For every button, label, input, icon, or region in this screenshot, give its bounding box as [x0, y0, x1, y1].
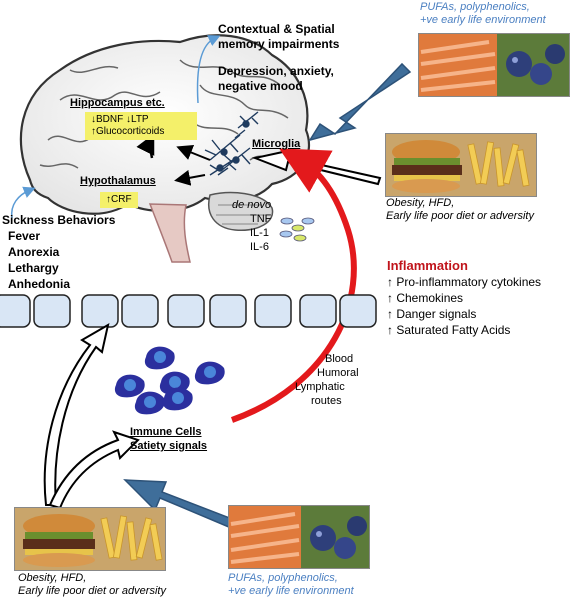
cytokines: de novo TNF IL-1 IL-6: [232, 198, 271, 254]
inflammation-title: Inflammation: [387, 258, 468, 273]
caption-mid-right: Obesity, HFD, Early life poor diet or ad…: [386, 197, 534, 223]
caption-mid-right-line2: Early life poor diet or adversity: [386, 210, 534, 222]
caption-bottom-right: PUFAs, polyphenolics, +ve early life env…: [228, 572, 354, 598]
sickness-item: Anorexia: [8, 245, 60, 259]
cytokine-item: IL-6: [250, 241, 269, 253]
burger-fries-illustration-bottom: [15, 508, 165, 570]
up-arrow-icon: ↑: [387, 275, 393, 289]
caption-bottom-left-line1: Obesity, HFD,: [18, 572, 87, 584]
arrow-microglia-hippo: [176, 145, 211, 161]
cytokine-item: IL-1: [250, 227, 269, 239]
arrow-from-sickness: [10, 186, 36, 219]
immune-line1: Immune Cells: [130, 426, 202, 438]
up-arrow-icon: ↑: [387, 323, 393, 337]
arrow-to-memory: [196, 35, 221, 104]
blue-inhibit-arrow-top: [308, 62, 412, 142]
hippocampus-line2: ↑Glucocorticoids: [91, 126, 165, 137]
arrow-food-to-immune: [48, 430, 140, 510]
salmon-blueberry-illustration: [419, 34, 569, 96]
inflammation-item-text: Pro-inflammatory cytokines: [396, 275, 542, 289]
hippocampus-box: ↓BDNF ↓LTP ↑Glucocorticoids: [85, 112, 197, 140]
mood-effect-line2: negative mood: [218, 79, 303, 93]
immune-cells: [114, 346, 225, 415]
hypothalamus-label: Hypothalamus: [80, 175, 156, 187]
routes-line: Lymphatic: [295, 381, 345, 393]
photo-burger-fries-bottom: [14, 507, 166, 571]
mood-effect: Depression, anxiety, negative mood: [218, 64, 334, 94]
sickness-item: Fever: [8, 229, 41, 243]
sickness-item: Lethargy: [8, 261, 59, 275]
sickness-title: Sickness Behaviors: [2, 213, 116, 227]
caption-bottom-left: Obesity, HFD, Early life poor diet or ad…: [18, 572, 166, 598]
memory-effect-line1: Contextual & Spatial: [218, 22, 335, 36]
salmon-blueberry-illustration-bottom: [229, 506, 369, 568]
routes-line: Blood: [325, 353, 354, 365]
inflammation-item-text: Chemokines: [396, 291, 464, 305]
sickness-behaviors: Sickness Behaviors Fever Anorexia Lethar…: [2, 212, 115, 292]
immune-line2: Satiety signals: [130, 440, 208, 452]
crf-box: ↑CRF: [100, 192, 138, 208]
caption-bottom-right-line1: PUFAs, polyphenolics,: [228, 572, 338, 584]
cytokine-item: TNF: [250, 213, 272, 225]
photo-burger-fries-right: [385, 133, 537, 197]
hippocampus-line1: ↓BDNF ↓LTP: [91, 114, 149, 125]
routes-line: routes: [311, 395, 342, 407]
immune-label: Immune Cells Satiety signals: [130, 425, 207, 453]
sickness-item: Anhedonia: [8, 277, 70, 291]
memory-effect-line2: memory impairments: [218, 37, 340, 51]
inflammation-item: ↑ Chemokines: [387, 290, 541, 306]
photo-salmon-blueberries-top: [418, 33, 570, 97]
memory-effect: Contextual & Spatial memory impairments: [218, 22, 339, 52]
arrow-microglia-hypo: [174, 169, 206, 186]
inflammation-item-text: Saturated Fatty Acids: [396, 323, 511, 337]
hippocampus-label: Hippocampus etc.: [70, 97, 165, 109]
red-curved-arrow: [230, 148, 357, 423]
blue-inhibit-arrow-bottom: [123, 479, 242, 531]
microglia-cluster: [204, 111, 259, 176]
caption-top-right-line1: PUFAs, polyphenolics,: [420, 1, 530, 13]
inflammation-item: ↑ Pro-inflammatory cytokines: [387, 274, 541, 290]
inflammation-block: Inflammation ↑ Pro-inflammatory cytokine…: [387, 258, 541, 338]
burger-fries-illustration: [386, 134, 536, 196]
caption-mid-right-line1: Obesity, HFD,: [386, 197, 455, 209]
inflammation-item: ↑ Danger signals: [387, 306, 541, 322]
cytokine-dots: [279, 217, 315, 242]
photo-salmon-blueberries-bottom: [228, 505, 370, 569]
de-novo-label: de novo: [232, 199, 272, 211]
caption-bottom-right-line2: +ve early life environment: [228, 585, 354, 597]
inflammation-item-text: Danger signals: [396, 307, 477, 321]
routes-line: Humoral: [317, 367, 359, 379]
arrow-hypo-to-hippo: [136, 133, 155, 159]
up-arrow-icon: ↑: [387, 307, 393, 321]
up-arrow-icon: ↑: [387, 291, 393, 305]
caption-bottom-left-line2: Early life poor diet or adversity: [18, 585, 166, 597]
barrier-cells: [0, 294, 377, 328]
routes-label: Blood Humoral Lymphatic routes: [295, 352, 359, 408]
inflammation-item: ↑ Saturated Fatty Acids: [387, 322, 541, 338]
caption-top-right: PUFAs, polyphenolics, +ve early life env…: [420, 1, 546, 27]
arrow-food-to-barrier: [43, 322, 110, 506]
microglia-label: Microglia: [252, 138, 301, 150]
mood-effect-line1: Depression, anxiety,: [218, 64, 334, 78]
caption-top-right-line2: +ve early life environment: [420, 14, 546, 26]
